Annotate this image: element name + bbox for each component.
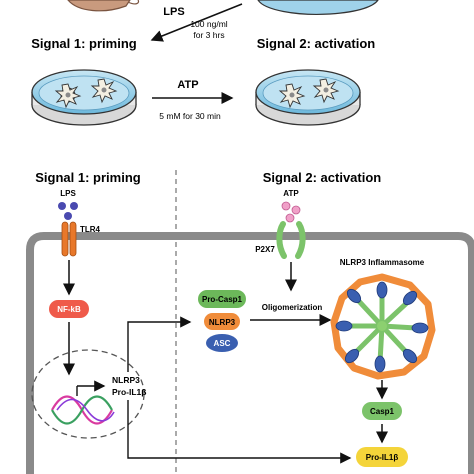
top-signal1-title: Signal 1: priming	[31, 36, 137, 51]
activated-cell-2	[312, 78, 340, 104]
lps-dose-line1: 100 ng/ml	[190, 19, 227, 29]
cell-membrane	[26, 232, 474, 474]
cell-signal2-title: Signal 2: activation	[263, 170, 382, 185]
cell-lps-label: LPS	[60, 189, 76, 198]
asc-node	[206, 334, 238, 352]
petri-dish-priming	[31, 69, 137, 126]
pro-casp1-node	[198, 290, 246, 308]
nlrp3-inflammasome	[330, 273, 436, 380]
lps-treatment-arrow	[150, 3, 243, 42]
oligomerization-label: Oligomerization	[262, 303, 323, 312]
nfkb-node	[49, 300, 89, 318]
inflammasome-title: NLRP3 Inflammasome	[340, 258, 425, 267]
macrophage-cell-1	[54, 83, 82, 109]
tlr4-receptor	[61, 221, 77, 257]
top-dish-fragment	[257, 0, 379, 15]
petri-dish-activation	[255, 69, 361, 126]
cell-signal1-title: Signal 1: priming	[35, 170, 141, 185]
casp1-node	[362, 402, 402, 420]
gene-to-components-arrow	[127, 316, 192, 372]
mouse-image	[67, 0, 140, 12]
lps-dose-line2: for 3 hrs	[193, 30, 224, 40]
atp-dose-label: 5 mM for 30 min	[159, 111, 221, 121]
atp-molecules	[281, 201, 301, 223]
tlr4-label: TLR4	[80, 225, 101, 234]
p2x7-receptor	[276, 221, 306, 259]
nlrp3-label: NLRP3	[209, 318, 236, 327]
nfkb-label: NF-kB	[57, 305, 81, 314]
activated-cell-1	[278, 83, 306, 109]
pro-il1b-label: Pro-IL1β	[366, 453, 399, 462]
p2x7-label: P2X7	[255, 245, 275, 254]
top-signal2-title: Signal 2: activation	[257, 36, 376, 51]
casp1-label: Casp1	[370, 407, 395, 416]
nlrp3-node	[204, 313, 240, 330]
gene-pro-il1b-label: Pro-IL1β	[112, 387, 146, 397]
top-atp-label: ATP	[177, 79, 198, 91]
nucleus	[31, 349, 145, 439]
macrophage-cell-2	[90, 78, 118, 104]
dna-helix	[51, 395, 115, 425]
pro-il1b-node	[356, 447, 408, 467]
cell-atp-label: ATP	[283, 189, 299, 198]
pro-casp1-label: Pro-Casp1	[202, 295, 243, 304]
gene-nlrp3-label: NLRP3	[112, 375, 140, 385]
gene-to-pro-il1b-arrow	[127, 400, 352, 464]
asc-label: ASC	[214, 339, 231, 348]
lps-molecules	[58, 202, 78, 220]
top-lps-label: LPS	[163, 6, 184, 18]
